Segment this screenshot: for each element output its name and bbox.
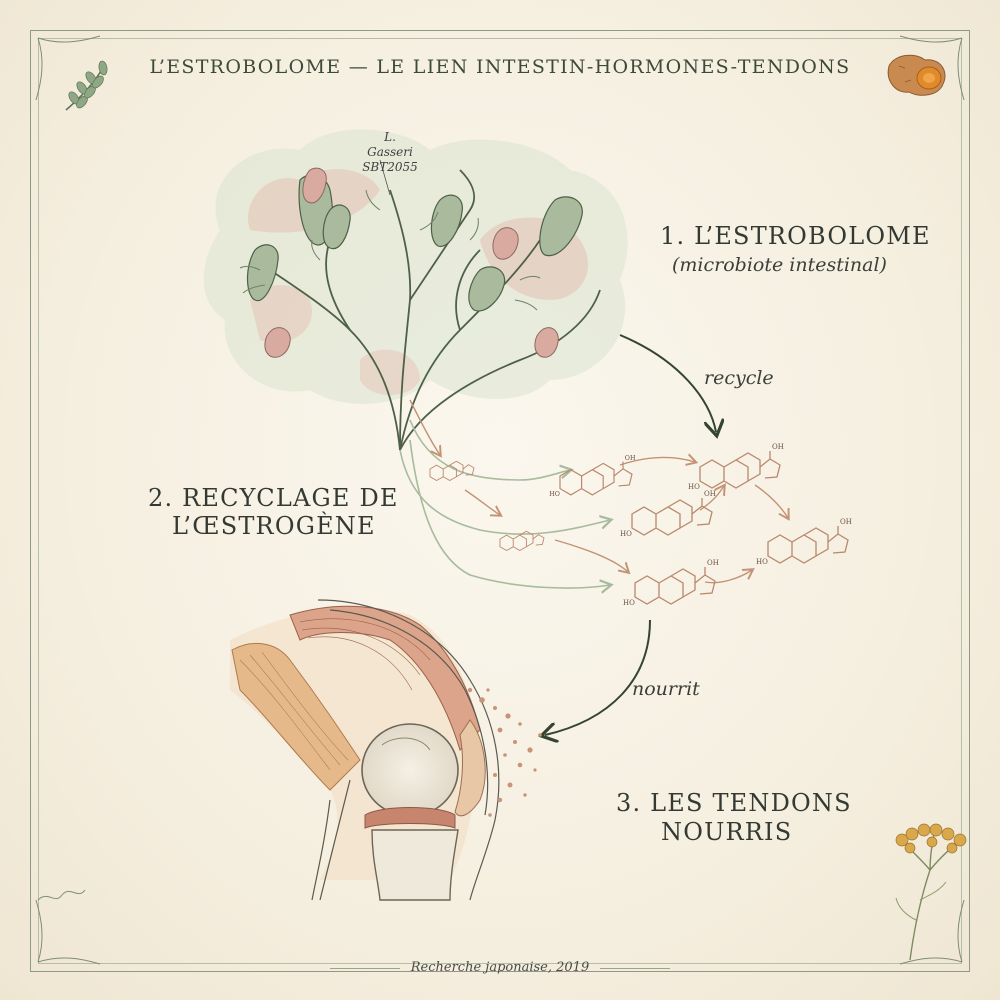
recycle-word: recycle: [704, 367, 774, 389]
molecule-ho-label: HO: [756, 558, 768, 566]
bacteria-strain-label: L. Gasseri SBT2055: [360, 130, 420, 175]
estrogen-molecule: HO OH: [688, 443, 784, 491]
molecule-ho-label: HO: [623, 599, 635, 607]
page-title: L’ESTROBOLOME — LE LIEN INTESTIN-HORMONE…: [149, 56, 851, 78]
nourish-word: nourrit: [632, 678, 700, 700]
step3-line1: 3. LES TENDONS: [616, 789, 852, 817]
molecule-ho-label: HO: [688, 483, 700, 491]
molecule-oh-label: OH: [704, 490, 716, 498]
estrogen-molecule: [429, 460, 475, 482]
leaf-sprig-icon: [65, 60, 108, 111]
strain-code: SBT2055: [362, 160, 418, 174]
molecule-ho-label: HO: [549, 491, 560, 498]
corner-vine-icon: [35, 35, 965, 965]
estrogen-molecule: [499, 530, 545, 552]
step1-sub: (microbiote intestinal): [672, 254, 887, 276]
turmeric-root-icon: [887, 54, 946, 96]
footer-rule-right: [600, 968, 670, 969]
step2-line1: 2. RECYCLAGE DE: [148, 484, 399, 512]
estrogen-molecule: HO OH: [756, 518, 852, 566]
outer-frame: [30, 30, 970, 972]
estrogen-molecule: HO OH: [549, 455, 636, 498]
molecule-oh-label: OH: [772, 443, 784, 451]
yellow-flower-icon: [895, 823, 967, 961]
knee-tendon-illustration: [230, 599, 542, 901]
step3-line2: NOURRIS: [661, 818, 793, 846]
strain-name: L. Gasseri: [367, 130, 413, 159]
step2-line2: L’ŒSTROGÈNE: [172, 512, 376, 540]
recycle-arrow: [619, 334, 716, 432]
molecule-oh-label: OH: [625, 455, 636, 462]
footer-rule-left: [330, 968, 400, 969]
molecule-oh-label: OH: [707, 559, 719, 567]
molecule-ho-label: HO: [620, 530, 632, 538]
nourish-arrow: [545, 619, 651, 735]
inner-frame: [38, 38, 962, 964]
step1-label: 1. L’ESTROBOLOME: [660, 222, 931, 250]
footer-citation: Recherche japonaise, 2019: [410, 960, 590, 975]
estrogen-molecule: HO OH: [620, 490, 716, 538]
microbiome-tree: [203, 129, 788, 588]
estrogen-molecule: HO OH: [623, 559, 719, 607]
molecule-oh-label: OH: [840, 518, 852, 526]
